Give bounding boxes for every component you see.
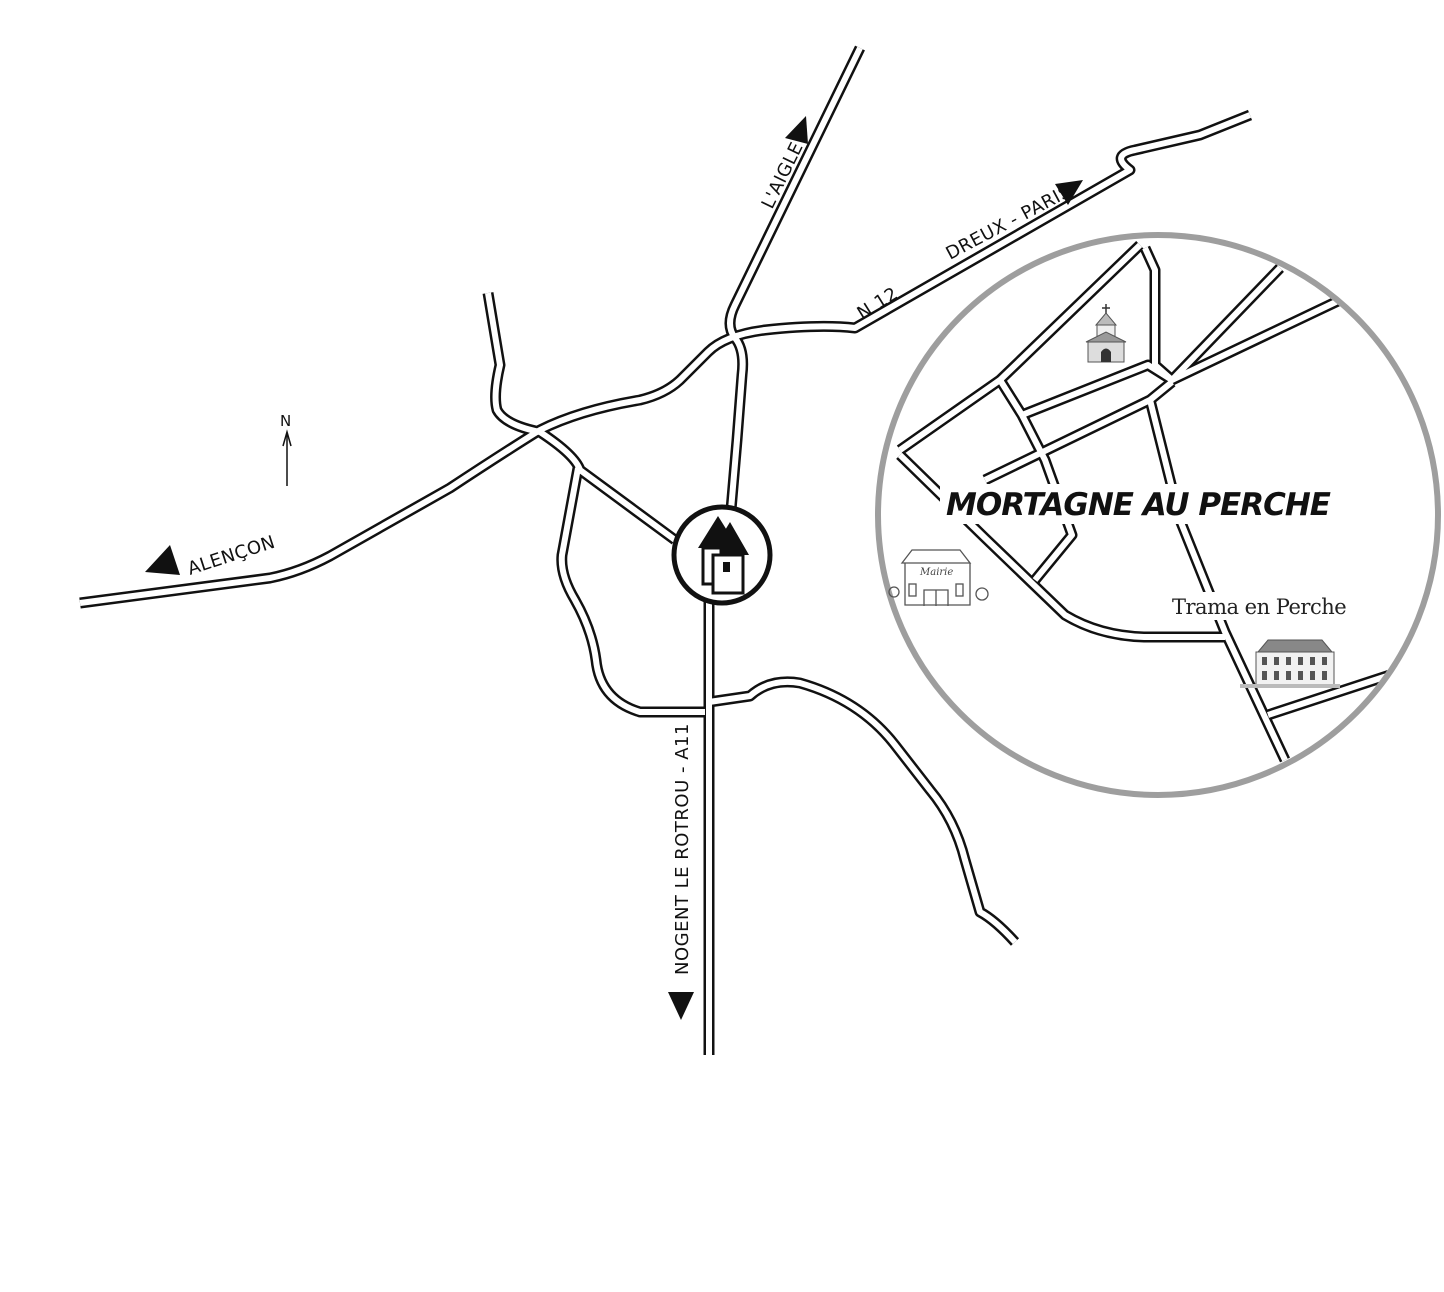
- north-arrow-icon: [282, 429, 292, 486]
- label-nogent: NOGENT LE ROTROU - A11: [672, 723, 693, 975]
- svg-text:Mairie: Mairie: [919, 567, 953, 578]
- house-marker-icon: [671, 504, 773, 606]
- arrow-nogent-icon: [668, 992, 694, 1020]
- inset-ring: [875, 232, 1441, 798]
- mairie-icon: Mairie: [888, 549, 989, 606]
- inset-town-name: MORTAGNE AU PERCHE: [946, 487, 1331, 523]
- arrow-laigle-icon: [785, 116, 808, 144]
- town-inset: Mairie MORTAGNE AU PERCHE Trama en Perch…: [875, 232, 1441, 798]
- north-label: N: [280, 412, 291, 430]
- trama-building-icon: [1240, 639, 1340, 688]
- north-arrow: N: [280, 412, 292, 486]
- arrow-alencon-icon: [145, 545, 180, 575]
- trama-label: Trama en Perche: [1172, 595, 1346, 619]
- label-alencon: ALENÇON: [185, 532, 278, 580]
- inset-streets: [896, 241, 1403, 763]
- arrow-dreux-icon: [1055, 180, 1083, 205]
- roads: [79, 45, 1253, 1055]
- church-icon: [1085, 304, 1127, 363]
